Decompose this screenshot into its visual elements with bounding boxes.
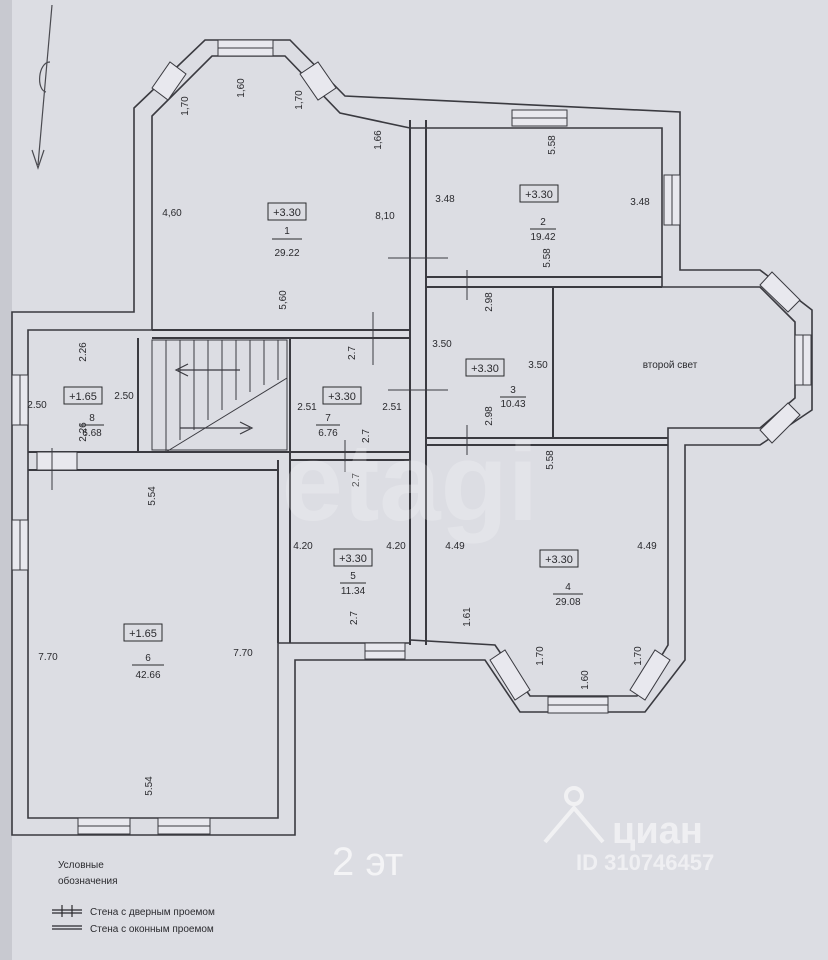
room-8-area: 6.68	[82, 428, 102, 439]
dim-r4-left: 4.49	[445, 541, 465, 552]
room-8-level: +1.65	[69, 391, 97, 403]
second-light-label: второй свет	[643, 360, 698, 371]
legend-window-wall: Стена с оконным проемом	[90, 924, 214, 935]
room-1-label: +3.30 1 29.22	[267, 202, 307, 259]
dim-r3-top: 2.98	[484, 292, 495, 312]
dim-r3-bottom: 2.98	[484, 406, 495, 426]
dim-r4-left-low: 1.61	[462, 607, 473, 627]
dim-r1-left: 4,60	[162, 208, 182, 219]
dim-r6-bottom: 5.54	[144, 776, 155, 796]
dim-r3-left: 3.50	[432, 339, 452, 350]
room-6-label: +1.65 6 42.66	[123, 623, 164, 681]
dim-r1-bottom: 5,60	[278, 290, 289, 310]
dim-r8-top: 2.26	[78, 342, 89, 362]
dim-r5-top: 2.7	[351, 473, 362, 487]
dim-r2-right: 3.48	[630, 197, 650, 208]
dim-r6-right: 7.70	[233, 648, 253, 659]
dim-r1-top-left: 1,70	[180, 96, 191, 116]
room-4-label: +3.30 4 29.08	[539, 549, 583, 608]
room-5-number: 5	[350, 571, 356, 582]
room-2-number: 2	[540, 217, 546, 228]
dim-r2-left: 3.48	[435, 194, 455, 205]
dim-r1-right-top: 1,66	[373, 130, 384, 150]
room-1-area: 29.22	[274, 248, 299, 259]
north-arrow	[31, 4, 53, 170]
room-3-label: +3.30 3 10.43	[465, 358, 526, 410]
legend-door-wall: Стена с дверным проемом	[90, 907, 215, 918]
room-4-area: 29.08	[555, 597, 580, 608]
window-wall-symbol	[52, 925, 82, 930]
dim-r5-right: 4.20	[386, 541, 406, 552]
room-7-area: 6.76	[318, 428, 338, 439]
room-7-label: +3.30 7 6.76	[316, 386, 362, 439]
room-6-area: 42.66	[135, 670, 160, 681]
room-3-level: +3.30	[471, 363, 499, 375]
legend: Условные обозначения Стена с дверным про…	[52, 860, 215, 935]
dim-r5-bottom: 2.7	[349, 611, 360, 625]
dim-r4-top: 5.58	[545, 450, 556, 470]
dim-r8-bottom: 2.26	[78, 422, 89, 442]
etagi-watermark: etagi	[282, 421, 539, 544]
dim-r6-top: 5.54	[147, 486, 158, 506]
room-3-number: 3	[510, 385, 516, 396]
page-edge	[0, 0, 12, 960]
door-marks	[51, 257, 468, 490]
dim-r4-right: 4.49	[637, 541, 657, 552]
dim-r2-bottom: 5.58	[542, 248, 553, 268]
exterior-walls	[11, 39, 813, 836]
dim-r1-top-right: 1,70	[294, 90, 305, 110]
room-8-label: +1.65 8 6.68	[63, 386, 104, 439]
room-2-label: +3.30 2 19.42	[519, 184, 559, 243]
legend-heading-1: Условные	[58, 860, 104, 871]
room-1-level: +3.30	[273, 207, 301, 219]
room-5-label: +3.30 5 11.34	[333, 548, 373, 597]
dim-r6-left: 7.70	[38, 652, 58, 663]
dim-r1-top: 1,60	[236, 78, 247, 98]
door-wall-symbol	[52, 905, 82, 917]
staircase	[151, 339, 288, 453]
dim-r3-right: 3.50	[528, 360, 548, 371]
cian-logo-text: циан	[612, 810, 703, 852]
dim-r4-bottom-right: 1.70	[633, 646, 644, 666]
dim-r4-bottom-left: 1.70	[535, 646, 546, 666]
dim-r8-right: 2.50	[114, 391, 134, 402]
dim-r5-left: 4.20	[293, 541, 313, 552]
cian-listing-id: ID 310746457	[576, 850, 714, 875]
room-7-number: 7	[325, 413, 331, 424]
room-8-number: 8	[89, 413, 95, 424]
interior-walls	[28, 120, 668, 645]
room-6-level: +1.65	[129, 628, 157, 640]
room-5-level: +3.30	[339, 553, 367, 565]
windows	[11, 39, 812, 835]
dim-r8-left: 2.50	[27, 400, 47, 411]
legend-heading-2: обозначения	[58, 875, 117, 887]
dim-r4-bottom: 1.60	[580, 670, 591, 690]
location-pin-icon	[543, 786, 605, 844]
dim-r2-top: 5.58	[547, 135, 558, 155]
dim-r1-right: 8,10	[375, 211, 395, 222]
dim-r7-top: 2.7	[347, 346, 358, 360]
room-2-area: 19.42	[530, 232, 555, 243]
dimension-labels: 1,70 1,60 1,70 1,66 4,60 8,10 5,60 5.58 …	[27, 78, 657, 796]
dim-r7-bottom: 2.7	[361, 429, 372, 443]
room-4-number: 4	[565, 582, 571, 593]
room-7-level: +3.30	[328, 391, 356, 403]
dim-r7-right: 2.51	[382, 402, 402, 413]
room-6-number: 6	[145, 653, 151, 664]
cian-watermark: циан ID 310746457	[543, 786, 714, 875]
room-4-level: +3.30	[545, 554, 573, 566]
room-3-area: 10.43	[500, 399, 525, 410]
room-5-area: 11.34	[341, 586, 366, 597]
room-1-number: 1	[284, 226, 290, 237]
dim-r7-left: 2.51	[297, 402, 317, 413]
floor-title: 2 эт	[332, 840, 403, 884]
room-2-level: +3.30	[525, 189, 553, 201]
